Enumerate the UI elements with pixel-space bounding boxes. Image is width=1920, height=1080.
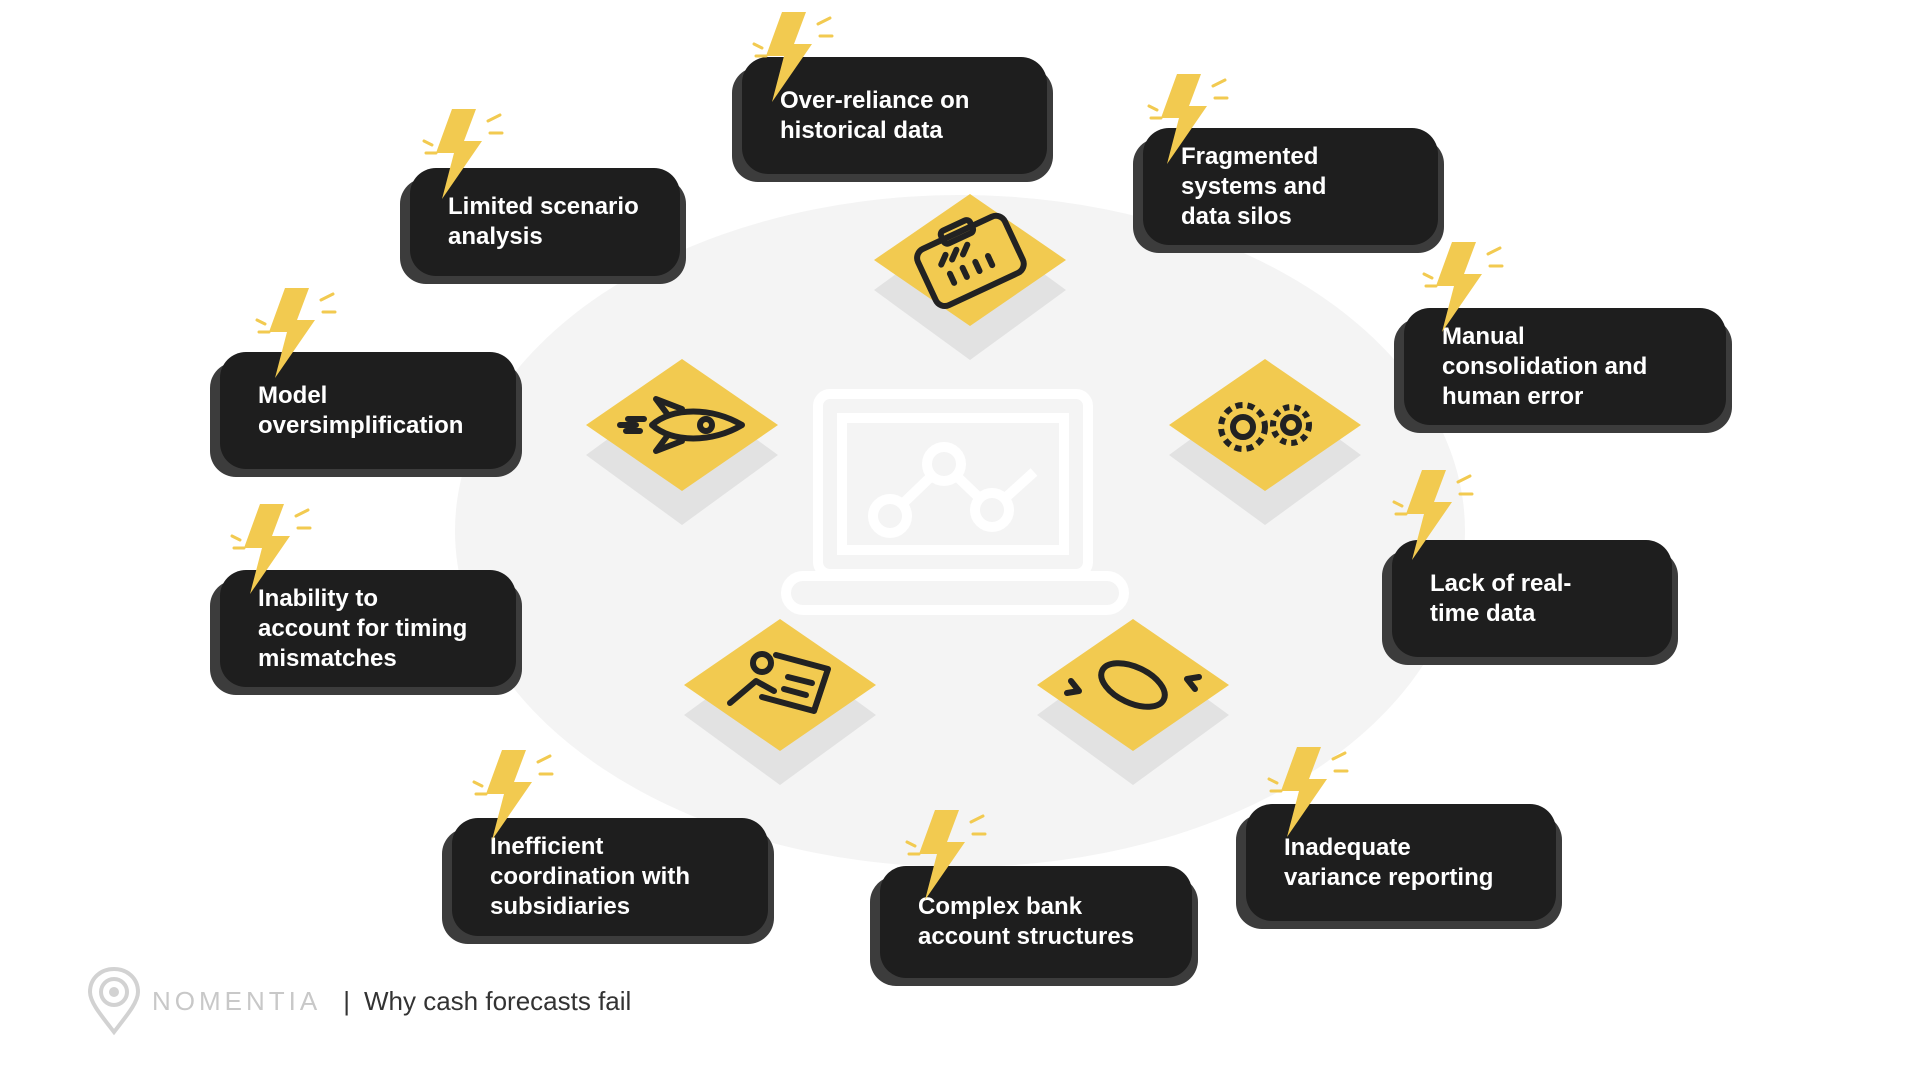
lightning-bolt-icon <box>1422 242 1504 332</box>
card-real-time-data: Lack of real- time data <box>1382 540 1678 665</box>
lightning-bolt-icon <box>1147 74 1229 164</box>
card-manual-consolidation: Manual consolidation and human error <box>1394 308 1732 433</box>
brand-name: NOMENTIA <box>152 985 322 1016</box>
lightning-bolt-icon <box>905 810 987 900</box>
tile-clipboard <box>874 194 1066 360</box>
lightning-bolt-icon <box>472 750 554 840</box>
clipboard-icon <box>914 212 1027 309</box>
card-timing-mismatches: Inability to account for timing mismatch… <box>210 570 522 695</box>
laptop-chart-icon <box>781 389 1129 615</box>
card-variance-reporting: Inadequate variance reporting <box>1236 804 1562 929</box>
footer-caption: Why cash forecasts fail <box>364 985 632 1016</box>
gears-icon <box>1218 402 1312 452</box>
card-label: Lack of real- time data <box>1430 569 1572 627</box>
card-subsidiaries: Inefficient coordination with subsidiari… <box>442 818 774 944</box>
tile-rocket <box>586 359 778 525</box>
tile-presentation <box>684 619 876 785</box>
card-label: Inefficient coordination with subsidiari… <box>490 833 690 920</box>
card-oversimplification: Model oversimplification <box>210 352 522 477</box>
lightning-bolt-icon <box>1267 747 1349 837</box>
footer: NOMENTIA | Why cash forecasts fail <box>86 966 631 1036</box>
card-label: Manual consolidation and human error <box>1442 322 1648 410</box>
rocket-icon <box>617 396 745 454</box>
card-label: Fragmented systems and data silos <box>1181 142 1327 230</box>
card-label: Inadequate variance reporting <box>1284 833 1494 891</box>
tile-gears <box>1169 359 1361 525</box>
lightning-bolt-icon <box>422 109 504 199</box>
lightning-bolt-icon <box>230 504 312 594</box>
lightning-bolt-icon <box>255 288 337 378</box>
card-data-silos: Fragmented systems and data silos <box>1133 128 1444 253</box>
card-label: Over-reliance on historical data <box>780 86 970 144</box>
card-historical-data: Over-reliance on historical data <box>732 57 1053 182</box>
coin-flip-icon <box>1064 660 1202 710</box>
card-label: Model oversimplification <box>258 381 464 439</box>
tile-coin <box>1037 619 1229 785</box>
card-scenario-analysis: Limited scenario analysis <box>400 168 686 284</box>
footer-separator: | <box>343 985 350 1016</box>
lightning-bolt-icon <box>1392 470 1474 560</box>
card-bank-structures: Complex bank account structures <box>870 866 1198 986</box>
location-pin-logo-icon <box>87 966 141 1036</box>
card-label: Complex bank account structures <box>918 893 1135 950</box>
card-label: Limited scenario analysis <box>448 193 639 250</box>
card-label: Inability to account for timing mismatch… <box>258 584 468 672</box>
presentation-icon <box>727 651 831 714</box>
lightning-bolt-icon <box>752 12 834 102</box>
